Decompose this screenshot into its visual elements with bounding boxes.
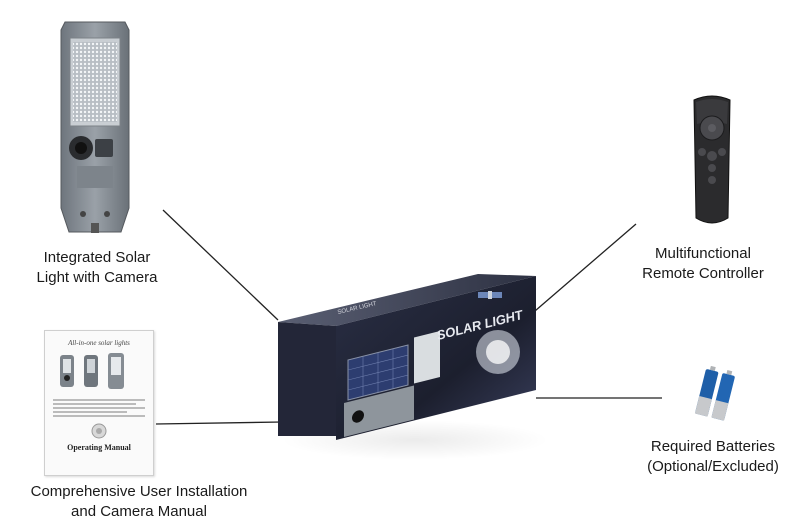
manual-label-line1: Comprehensive User Installation <box>30 483 248 500</box>
manual-label: Comprehensive User Installation and Came… <box>8 482 270 522</box>
connector-manual <box>155 421 283 425</box>
satellite-icon <box>478 291 502 299</box>
operating-manual-image: All-in-one solar lights Operating Manual <box>44 330 154 476</box>
remote-controller-label: Multifunctional Remote Controller <box>628 244 778 284</box>
solar-light-image <box>60 21 130 233</box>
solar-light-label-line2: Light with Camera <box>36 269 158 286</box>
solar-light-label-line1: Integrated Solar <box>43 249 151 266</box>
solar-light-label: Integrated Solar Light with Camera <box>22 248 172 288</box>
connector-solar-light <box>162 209 279 321</box>
manual-cover-text-block <box>53 399 145 417</box>
manual-cover-heading: All-in-one solar lights <box>68 339 130 347</box>
remote-label-line2: Remote Controller <box>642 265 764 282</box>
remote-label-line1: Multifunctional <box>655 245 751 262</box>
manual-cover-emblem-icon <box>91 423 107 439</box>
batteries-label: Required Batteries (Optional/Excluded) <box>628 437 798 477</box>
manual-cover-footer: Operating Manual <box>67 443 131 452</box>
connector-remote <box>527 223 637 318</box>
manual-cover-products-image <box>60 353 124 389</box>
batteries-label-line2: (Optional/Excluded) <box>647 458 779 475</box>
batteries-label-line1: Required Batteries <box>650 438 776 455</box>
remote-controller-image <box>693 95 731 224</box>
product-box-image: SOLAR LIGHT SOLAR LIGHT <box>278 274 536 440</box>
manual-label-line2: and Camera Manual <box>71 503 207 520</box>
batteries-image <box>694 366 735 421</box>
